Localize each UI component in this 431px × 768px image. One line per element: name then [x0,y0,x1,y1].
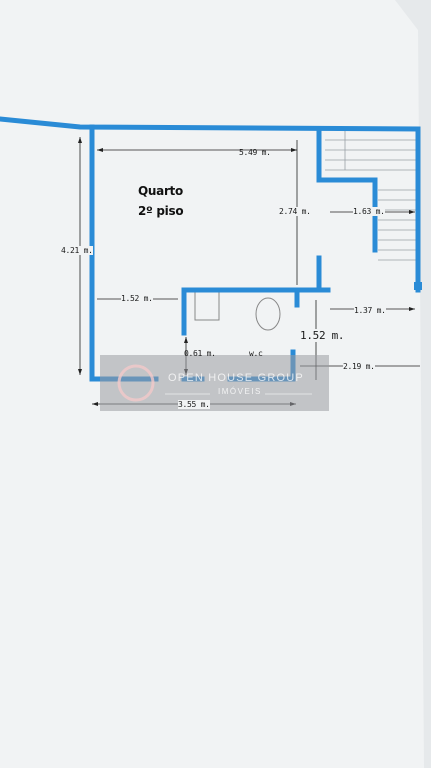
wall-top [0,116,421,132]
dim-wc-depth: 0.61 m. [184,349,216,358]
dim-outer-right: 2.19 m. [343,362,375,371]
watermark-subtext: IMÓVEIS [218,387,262,396]
dim-right-height: 1.52 m. [300,329,345,342]
dim-top-width: 5.49 m. [239,148,271,157]
room-name-line2: 2º piso [138,204,184,218]
paper-edge [395,0,431,768]
watermark-box [100,355,329,411]
wall-corner [414,282,422,290]
toilet-fixture [255,297,281,331]
wc-label: w.c [249,349,263,358]
staircase [325,130,419,285]
dim-bottom-width: 3.55 m. [178,400,210,409]
dim-inner-height: 2.74 m. [279,207,311,216]
dim-left-height: 4.21 m. [61,246,93,255]
wall-wc [181,287,300,336]
room-name-line1: Quarto [138,184,183,198]
watermark-text: OPEN HOUSE GROUP [168,372,304,384]
dim-wc-wall: 1.52 m. [121,294,153,303]
dim-stair-width: 1.63 m. [353,207,385,216]
dim-landing-width: 1.37 m. [354,306,386,315]
watermark-logo [117,364,155,402]
